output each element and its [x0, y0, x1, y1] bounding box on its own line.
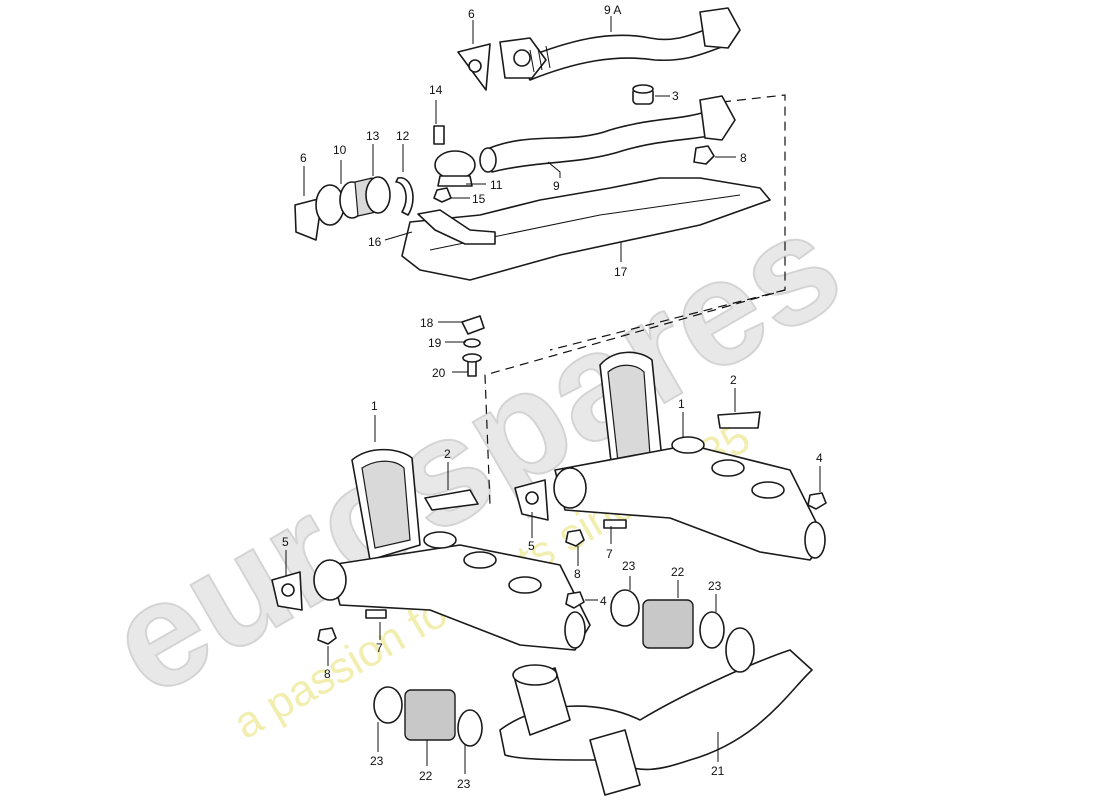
pipe-9a — [499, 7, 741, 81]
callout-4-right: 4 — [816, 451, 823, 465]
y-pipe-21 — [499, 627, 813, 796]
callout-23-upper-left: 23 — [622, 559, 636, 573]
flange-stack — [294, 176, 414, 241]
callout-17: 17 — [614, 265, 628, 279]
callout-5-right: 5 — [528, 539, 535, 553]
callout-18: 18 — [420, 316, 434, 330]
nut-4-left — [565, 591, 585, 609]
callout-9: 9 — [553, 179, 560, 193]
callout-5-left: 5 — [282, 535, 289, 549]
nut-8-right — [565, 529, 585, 547]
gasket-5-right-hole — [525, 491, 539, 505]
header-right — [553, 351, 826, 561]
callout-9a: 9 A — [604, 3, 621, 17]
gasket-2-right — [717, 411, 761, 429]
callout-19: 19 — [428, 336, 442, 350]
nut-8-top — [693, 145, 715, 165]
stud-7-right — [603, 519, 627, 529]
callout-12: 12 — [396, 129, 410, 143]
sleeve-3 — [632, 84, 654, 105]
callout-21: 21 — [711, 764, 725, 778]
callout-10: 10 — [333, 143, 347, 157]
callout-6-left: 6 — [300, 151, 307, 165]
callout-16: 16 — [368, 235, 382, 249]
pipe-9 — [479, 95, 736, 173]
nut-4-right — [807, 492, 827, 510]
heat-shield — [401, 177, 771, 281]
callout-4-left: 4 — [600, 594, 607, 608]
gasket-6-top-hole — [468, 59, 482, 73]
callouts: 6 9 A 3 14 8 11 9 15 6 10 13 12 16 17 18… — [282, 3, 823, 791]
callout-11: 11 — [490, 178, 503, 192]
nut-8-left — [317, 627, 337, 645]
assembly-lines — [484, 94, 786, 506]
gasket-2-left — [424, 489, 479, 511]
callout-2-left: 2 — [444, 447, 451, 461]
hardware-18-20 — [461, 315, 485, 377]
callout-23-lower-left: 23 — [370, 754, 384, 768]
callout-22-lower: 22 — [419, 769, 433, 783]
callout-13: 13 — [366, 129, 380, 143]
callout-14: 14 — [429, 83, 443, 97]
callout-23-lower-right: 23 — [457, 777, 471, 791]
callout-3: 3 — [672, 89, 679, 103]
callout-7-right: 7 — [606, 547, 613, 561]
callout-7-left: 7 — [376, 641, 383, 655]
callout-1-right: 1 — [678, 397, 685, 411]
callout-8-top: 8 — [740, 151, 747, 165]
callout-1-left: 1 — [371, 399, 378, 413]
callout-8-left: 8 — [324, 667, 331, 681]
callout-2-right: 2 — [730, 373, 737, 387]
clamp-11 — [433, 125, 476, 203]
callout-15: 15 — [472, 192, 486, 206]
callout-8-mid: 8 — [574, 567, 581, 581]
muff-22-upper — [610, 589, 725, 649]
stud-7-left — [365, 609, 387, 619]
callout-20: 20 — [432, 366, 446, 380]
leader-lines — [285, 16, 821, 774]
muff-22-lower — [373, 686, 483, 747]
callout-6-top: 6 — [468, 7, 475, 21]
callout-22-upper: 22 — [671, 565, 685, 579]
gasket-5-left-hole — [281, 583, 295, 597]
callout-23-upper-right: 23 — [708, 579, 722, 593]
header-left — [313, 448, 591, 651]
